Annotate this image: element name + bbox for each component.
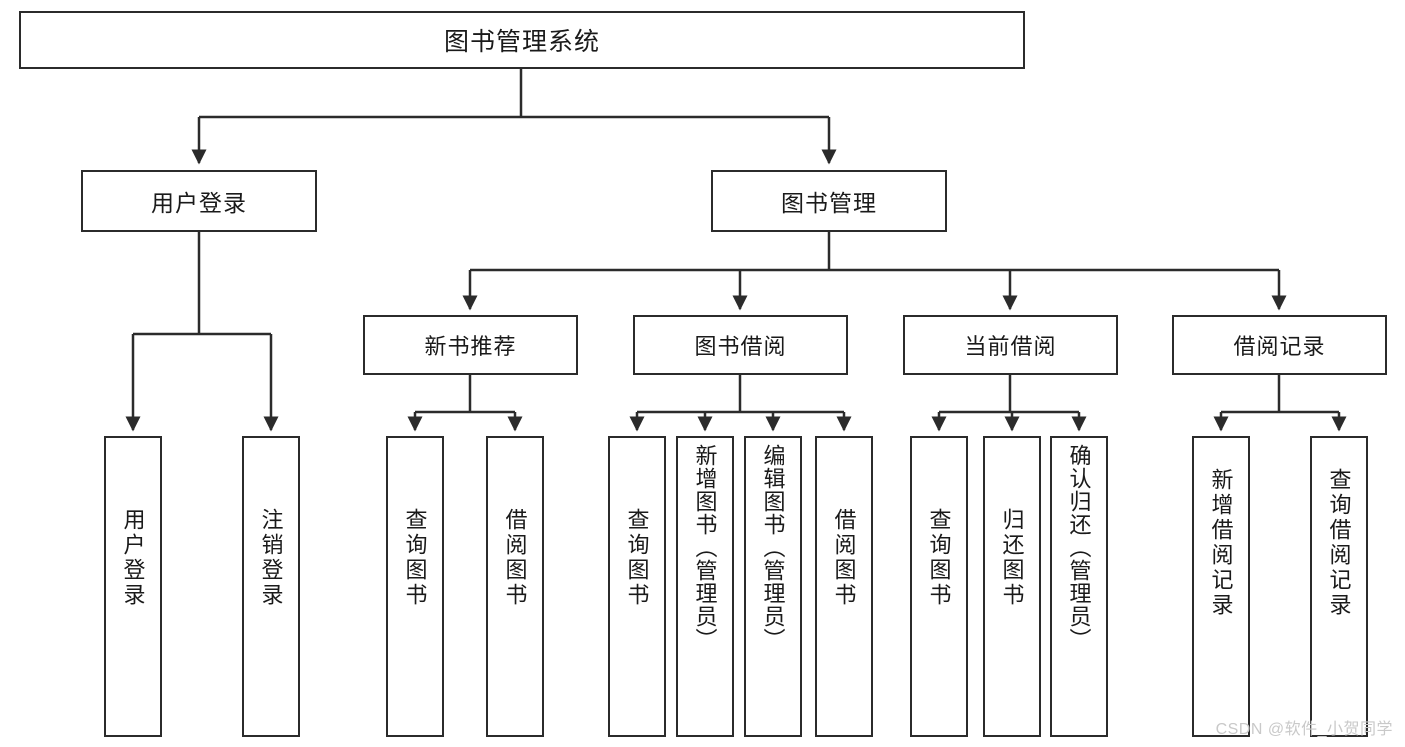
node-root-label: 图书管理系统 bbox=[443, 28, 600, 56]
node-user-login[interactable]: 用户登录 bbox=[81, 170, 317, 232]
leaf-query-book-recommend[interactable]: 查询图书 bbox=[386, 436, 444, 737]
leaf-user-login[interactable]: 用户登录 bbox=[104, 436, 162, 737]
node-borrow-record[interactable]: 借阅记录 bbox=[1172, 315, 1387, 375]
node-new-book-recommend[interactable]: 新书推荐 bbox=[363, 315, 578, 375]
node-book-management-label: 图书管理 bbox=[781, 190, 877, 216]
leaf-query-book-recommend-label: 查询图书 bbox=[402, 508, 428, 608]
leaf-borrow-book-recommend[interactable]: 借阅图书 bbox=[486, 436, 544, 737]
leaf-borrow-book-recommend-label: 借阅图书 bbox=[502, 508, 528, 608]
leaf-add-borrow-record-label: 新增借阅记录 bbox=[1208, 468, 1234, 618]
leaf-return-book-label: 归还图书 bbox=[999, 508, 1025, 608]
node-new-book-recommend-label: 新书推荐 bbox=[424, 334, 517, 359]
node-book-management[interactable]: 图书管理 bbox=[711, 170, 947, 232]
leaf-logout[interactable]: 注销登录 bbox=[242, 436, 300, 737]
leaf-borrow-book[interactable]: 借阅图书 bbox=[815, 436, 873, 737]
leaf-query-book-borrow-label: 查询图书 bbox=[624, 508, 650, 608]
node-book-borrow-label: 图书借阅 bbox=[694, 334, 787, 359]
node-user-login-label: 用户登录 bbox=[151, 190, 247, 216]
leaf-query-book-current[interactable]: 查询图书 bbox=[910, 436, 968, 737]
leaf-edit-book-admin[interactable]: 编辑图书（管理员） bbox=[744, 436, 802, 737]
leaf-add-borrow-record[interactable]: 新增借阅记录 bbox=[1192, 436, 1250, 737]
node-current-borrow[interactable]: 当前借阅 bbox=[903, 315, 1118, 375]
leaf-return-book[interactable]: 归还图书 bbox=[983, 436, 1041, 737]
leaf-confirm-return-admin-label: 确认归还（管理员） bbox=[1066, 444, 1092, 651]
leaf-query-borrow-record[interactable]: 查询借阅记录 bbox=[1310, 436, 1368, 737]
node-book-borrow[interactable]: 图书借阅 bbox=[633, 315, 848, 375]
node-borrow-record-label: 借阅记录 bbox=[1233, 334, 1326, 359]
leaf-borrow-book-label: 借阅图书 bbox=[831, 508, 857, 608]
leaf-query-book-borrow[interactable]: 查询图书 bbox=[608, 436, 666, 737]
leaf-query-book-current-label: 查询图书 bbox=[926, 508, 952, 608]
leaf-query-borrow-record-label: 查询借阅记录 bbox=[1326, 468, 1352, 618]
node-root[interactable]: 图书管理系统 bbox=[19, 11, 1025, 69]
watermark: CSDN @软件_小贺同学 bbox=[1215, 721, 1393, 738]
leaf-user-login-label: 用户登录 bbox=[120, 508, 146, 608]
leaf-logout-label: 注销登录 bbox=[258, 508, 284, 608]
leaf-add-book-admin[interactable]: 新增图书（管理员） bbox=[676, 436, 734, 737]
leaf-edit-book-admin-label: 编辑图书（管理员） bbox=[760, 444, 786, 651]
leaf-add-book-admin-label: 新增图书（管理员） bbox=[692, 444, 718, 651]
node-current-borrow-label: 当前借阅 bbox=[964, 334, 1057, 359]
leaf-confirm-return-admin[interactable]: 确认归还（管理员） bbox=[1050, 436, 1108, 737]
